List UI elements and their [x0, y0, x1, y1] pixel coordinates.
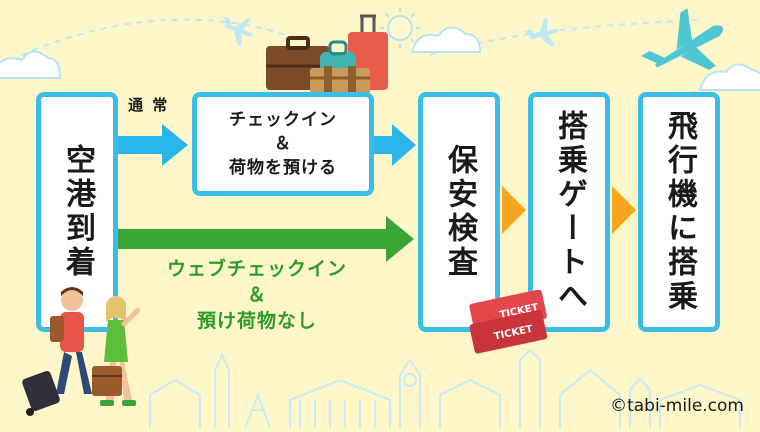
copyright-text: ©tabi-mile.com [610, 396, 744, 416]
flight-path-left [9, 18, 301, 61]
cloud-icon [698, 63, 760, 91]
web-checkin-line1: ウェブチェックイン [166, 258, 347, 280]
normal-route-label: 通 常 [128, 96, 170, 114]
cloud-icon [410, 26, 482, 53]
web-checkin-label: ウェブチェックイン ＆ 預け荷物なし [150, 256, 364, 334]
step-checkin-line3: 荷物を預ける [229, 158, 337, 178]
step-airport-arrival: 空港到着 [36, 92, 118, 332]
step-checkin: チェックイン ＆ 荷物を預ける [192, 92, 374, 196]
suitcase-icon [266, 14, 388, 102]
step-boarding: 飛行機に搭乗 [638, 92, 720, 332]
step-checkin-line2: ＆ [274, 134, 292, 154]
step-security-label: 保安検査 [442, 144, 477, 280]
ticket-icon: TICKET TICKET [469, 290, 548, 354]
step-airport-arrival-label: 空港到着 [60, 144, 95, 280]
airplane-icon [524, 18, 559, 47]
step-security: 保安検査 [418, 92, 500, 332]
step-gate-label: 搭乗ゲートへ [552, 110, 587, 314]
airplane-icon [224, 16, 253, 47]
step-checkin-line1: チェックイン [229, 110, 337, 130]
flight-path-right [429, 19, 701, 56]
step-gate: 搭乗ゲートへ [528, 92, 610, 332]
cloud-icon [0, 50, 62, 79]
step-checkin-label: チェックイン ＆ 荷物を預ける [229, 108, 337, 180]
sun-icon [380, 8, 420, 48]
skyline-icon [149, 348, 741, 428]
web-checkin-line3: 預け荷物なし [196, 310, 317, 332]
step-boarding-label: 飛行機に搭乗 [662, 110, 697, 314]
traveler-icon [22, 287, 141, 416]
web-checkin-line2: ＆ [246, 284, 267, 306]
airplane-icon [641, 8, 724, 70]
